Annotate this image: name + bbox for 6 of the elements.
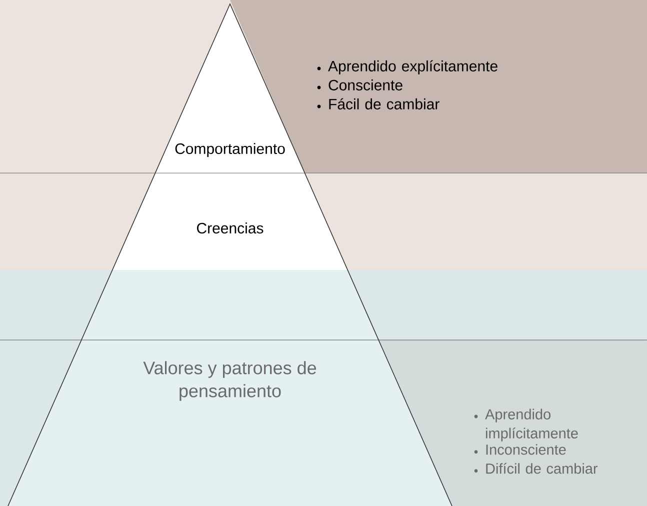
pyramid-level: Creencias: [112, 173, 348, 270]
pyramid-level: [81, 270, 379, 340]
node-label: Creencias: [197, 222, 264, 234]
node-label: Valores y patrones de pensamiento: [143, 361, 316, 401]
note-box: Aprendido implícitamente Inconsciente Difícil de cambiar: [378, 340, 647, 506]
pyramid-level: Comportamiento: [155, 4, 305, 173]
